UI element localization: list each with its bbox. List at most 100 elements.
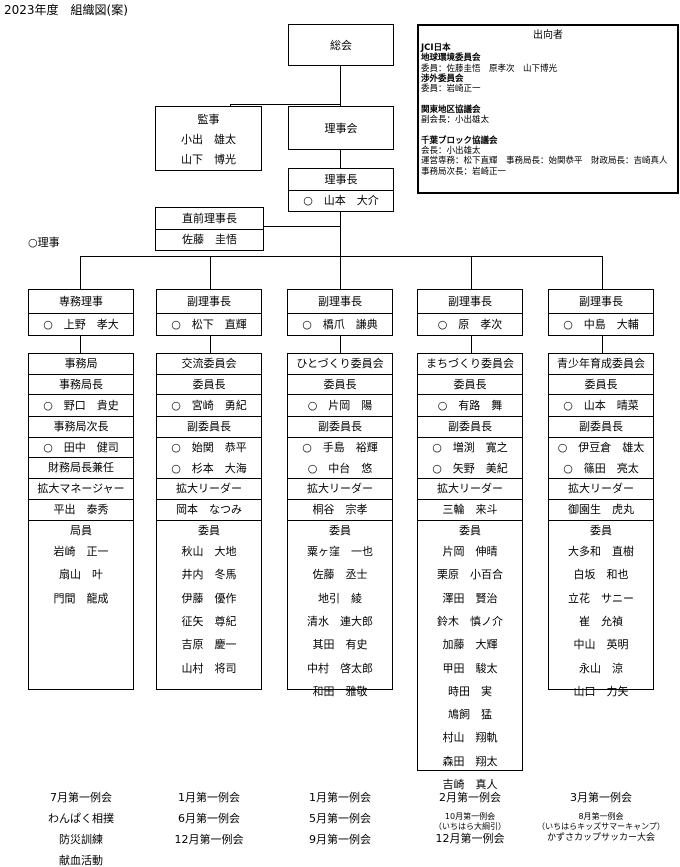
member-name: 井内 冬馬 [181, 568, 237, 582]
officer-title: 副理事長 [579, 295, 623, 308]
extra-title: 拡大リーダー [568, 482, 634, 495]
divider [29, 457, 133, 458]
member-name: 其田 有史 [312, 638, 368, 652]
board-box: 理事会 [288, 106, 394, 150]
divider [157, 374, 261, 375]
member-name: 鈴木 慎ノ介 [437, 614, 503, 628]
divider [418, 478, 522, 479]
event-item: 6月第一例会 [178, 812, 240, 825]
member-name: 扇山 叶 [59, 568, 103, 582]
past-president-title: 直前理事長 [182, 212, 237, 225]
attendee-line: JCI日本 [421, 43, 451, 53]
connector-line [602, 256, 603, 289]
connector-line [230, 104, 340, 105]
divider [157, 499, 261, 500]
event-item: 防災訓練 [59, 833, 103, 846]
extra-title-2: 拡大マネージャー [37, 482, 125, 495]
member-name: 門間 龍成 [53, 591, 109, 605]
deputy-name: ○ 始関 恭平 [171, 441, 247, 454]
divider [157, 437, 261, 438]
divider [549, 520, 653, 521]
divider [29, 520, 133, 521]
connector-line [340, 256, 341, 289]
attendee-line: 千葉ブロック協議会 [421, 135, 498, 146]
officer-box: 副理事長○ 松下 直輝 [156, 289, 262, 336]
committee-name: 事務局 [64, 357, 98, 370]
member-name: 伊藤 優作 [181, 591, 237, 605]
committee-name: 青少年育成委員会 [557, 357, 645, 370]
attendee-line: 事務局次長：岩崎正一 [421, 166, 507, 177]
extra-name: 平出 泰秀 [53, 503, 109, 516]
divider [288, 374, 392, 375]
event-item: 献血活動 [59, 854, 103, 867]
deputy-title: 副委員長 [318, 420, 362, 433]
event-item: （いちはらキッズサマーキャンプ） [537, 822, 665, 831]
event-item: 9月第一例会 [309, 833, 371, 846]
connector-line [602, 336, 603, 353]
extra-title: 拡大リーダー [437, 482, 503, 495]
committee-name: ひとづくり委員会 [296, 357, 384, 370]
event-item: 12月第一例会 [435, 832, 505, 845]
president-title: 理事長 [324, 173, 358, 186]
board-label: 理事会 [324, 122, 358, 135]
connector-line [80, 256, 602, 257]
member-name: 地引 綾 [318, 591, 362, 605]
members-title: 委員 [590, 524, 612, 537]
member-name: 粟ヶ窪 一也 [307, 545, 373, 558]
member-name: 栗原 小百合 [437, 568, 503, 582]
auditor-name: 小出 雄太 [181, 133, 236, 146]
divider [418, 313, 522, 314]
member-name: 白坂 和也 [573, 568, 629, 582]
divider [549, 416, 653, 417]
divider [288, 478, 392, 479]
deputy-title: 副委員長 [579, 420, 623, 433]
event-item: わんぱく相撲 [48, 812, 114, 825]
event-item: 2月第一例会 [439, 791, 501, 804]
attendees-box: 出向者 JCI日本地球環境委員会委員：佐藤圭悟 原孝次 山下博光渉外委員会委員：… [417, 24, 679, 194]
deputy-name: ○ 杉本 大海 [171, 462, 247, 475]
member-name: 中村 啓太郎 [307, 661, 373, 675]
officer-name: ○ 中島 大輔 [563, 318, 639, 331]
divider [549, 394, 653, 395]
event-item: 10月第一例会 [444, 812, 496, 821]
connector-line [210, 336, 211, 353]
attendee-line [421, 125, 668, 135]
member-name: 森田 翔太 [442, 754, 498, 768]
divider [549, 478, 653, 479]
head-name: ○ 宮崎 勇紀 [171, 399, 247, 412]
officer-title: 副理事長 [187, 295, 231, 308]
member-name: 村山 翔軌 [442, 731, 498, 745]
officer-box: 副理事長 ○ 中島 大輔 [548, 289, 654, 336]
extra-name: 岡本 なつみ [176, 503, 242, 516]
event-item: 1月第一例会 [309, 791, 371, 804]
officer-box: 専務理事○ 上野 孝大 [28, 289, 134, 336]
auditor-name: 山下 博光 [181, 153, 236, 166]
attendee-line: 地球環境委員会 [421, 53, 481, 64]
extra-title: 拡大リーダー [307, 482, 373, 495]
committee-box: 事務局事務局長○ 野口 貴史事務局次長○ 田中 健司財務局長兼任拡大マネージャー… [28, 353, 134, 690]
committee-box: 交流委員会委員長○ 宮崎 勇紀副委員長○ 始関 恭平○ 杉本 大海拡大リーダー岡… [156, 353, 262, 690]
divider [29, 416, 133, 417]
deputy-name: ○ 増渕 寛之 [432, 441, 508, 454]
divider [29, 499, 133, 500]
head-title: 事務局長 [59, 378, 103, 391]
connector-line [80, 256, 81, 289]
member-name: 立花 サニー [568, 591, 634, 605]
divider [418, 416, 522, 417]
divider [418, 520, 522, 521]
divider [549, 499, 653, 500]
officer-box: 副理事長○ 原 孝次 [417, 289, 523, 336]
divider [29, 437, 133, 438]
officer-title: 専務理事 [59, 295, 103, 308]
divider [288, 416, 392, 417]
deputy-name: ○ 手島 裕輝 [302, 441, 378, 454]
divider [29, 374, 133, 375]
general-meeting-label: 総会 [330, 39, 352, 52]
extra-name: 三輪 来斗 [442, 503, 498, 516]
attendee-line: 委員：岩崎正一 [421, 84, 481, 95]
extra-name: 桐谷 宗孝 [312, 503, 368, 516]
connector-line [340, 212, 341, 256]
members-title: 局員 [70, 524, 92, 537]
member-name: 吉崎 真人 [442, 778, 498, 791]
attendee-line [421, 94, 668, 104]
